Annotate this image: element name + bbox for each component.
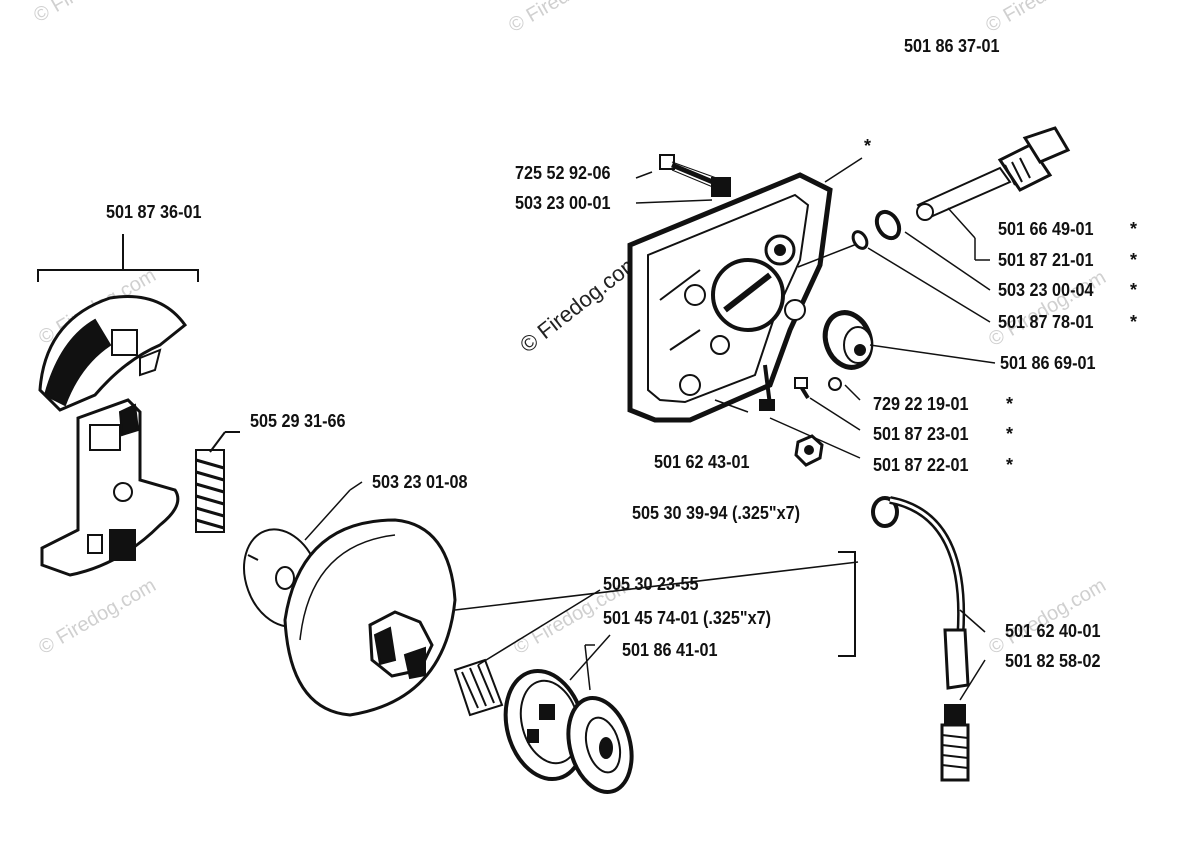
label-729-22-19-01: 729 22 19-01 [873, 394, 969, 414]
worm-gear [822, 310, 996, 370]
clutch-shoe-assembly [37, 234, 199, 577]
label-501-62-40-01: 501 62 40-01 [1005, 621, 1101, 641]
label-505-29-31-66: 505 29 31-66 [250, 411, 346, 431]
label-501-87-23-01: 501 87 23-01 [873, 424, 969, 444]
label-505-30-39-94: 505 30 39-94 (.325"x7) [632, 503, 801, 523]
label-503-23-01-08: 503 23 01-08 [372, 472, 468, 492]
asterisk-marker: * [1006, 394, 1014, 414]
label-501-86-69-01: 501 86 69-01 [1000, 353, 1096, 373]
oil-pipe [871, 496, 986, 690]
label-501-87-22-01: 501 87 22-01 [873, 455, 969, 475]
label-501-45-74-01: 501 45 74-01 (.325"x7) [603, 608, 772, 628]
label-503-23-00-01: 503 23 00-01 [515, 193, 611, 213]
asterisk-marker: * [1006, 455, 1014, 475]
label-505-30-23-55: 505 30 23-55 [603, 574, 699, 594]
clutch-spring [195, 431, 240, 533]
label-501-66-49-01: 501 66 49-01 [998, 219, 1094, 239]
drive-disc [566, 644, 634, 795]
screw-725 [635, 154, 731, 204]
pipe-fitting [940, 659, 986, 782]
label-501-62-43-01: 501 62 43-01 [654, 452, 750, 472]
needle-bearing [453, 589, 601, 717]
nut-501-62-43 [794, 434, 824, 467]
label-501-87-78-01: 501 87 78-01 [998, 312, 1094, 332]
asterisk-marker: * [1130, 312, 1138, 332]
label-501-87-36-01: 501 87 36-01 [106, 202, 202, 222]
label-503-23-00-04: 503 23 00-04 [998, 280, 1094, 300]
group-bracket [838, 551, 856, 657]
sprocket-rim [503, 634, 611, 782]
asterisk-marker: * [1130, 219, 1138, 239]
label-725-52-92-06: 725 52 92-06 [515, 163, 611, 183]
oil-pump-housing [627, 157, 863, 423]
clutch-drum [283, 518, 859, 717]
seal-rings [851, 209, 991, 323]
label-501-87-21-01: 501 87 21-01 [998, 250, 1094, 270]
pump-shaft [916, 126, 1071, 261]
asterisk-marker: * [1006, 424, 1014, 444]
label-501-86-41-01: 501 86 41-01 [622, 640, 718, 660]
asterisk-marker: * [864, 136, 872, 156]
diagram-code: 501 86 37-01 [904, 36, 1000, 56]
label-501-82-58-02: 501 82 58-02 [1005, 651, 1101, 671]
asterisk-marker: * [1130, 250, 1138, 270]
asterisk-marker: * [1130, 280, 1138, 300]
